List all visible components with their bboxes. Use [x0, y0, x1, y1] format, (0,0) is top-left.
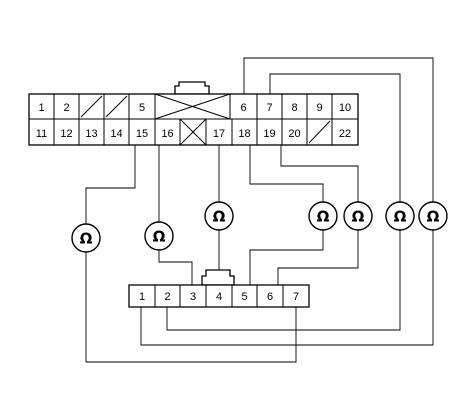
pin-a19: 19	[263, 128, 275, 140]
pin-b1: 1	[139, 291, 145, 303]
pin-a18: 18	[238, 128, 250, 140]
ohmmeter-2: Ω	[144, 221, 174, 251]
pin-a11: 11	[36, 128, 47, 140]
ohmmeter-4: Ω	[308, 201, 338, 231]
blank-cavity-3	[80, 95, 103, 118]
ohm-icon: Ω	[427, 208, 440, 226]
pin-a16: 16	[161, 128, 173, 140]
ohmmeter-3: Ω	[204, 201, 234, 231]
pin-a12: 12	[60, 128, 72, 140]
pin-a7: 7	[266, 102, 272, 114]
pin-a1: 1	[38, 102, 44, 114]
pin-b3: 3	[190, 291, 196, 303]
pin-a14: 14	[110, 128, 122, 140]
ohmmeter-6: Ω	[385, 201, 415, 231]
connector-a-latch	[174, 81, 210, 95]
ohm-icon: Ω	[80, 230, 93, 248]
pin-b5: 5	[241, 291, 247, 303]
pin-b4: 4	[216, 291, 222, 303]
pin-a2: 2	[63, 102, 69, 114]
wire-meter2-b3	[158, 250, 193, 285]
wire-meter7-b1	[140, 230, 434, 346]
connector-b: 1 2 3 4 5 6 7	[128, 269, 310, 308]
pin-a5: 5	[139, 102, 145, 114]
ohmmeter-5: Ω	[343, 201, 373, 231]
wire-meter6-b2	[166, 230, 401, 331]
wires	[85, 57, 434, 363]
ohm-icon: Ω	[213, 208, 226, 226]
blank-cavity-bottom-x2	[179, 118, 207, 146]
pin-b7: 7	[293, 291, 299, 303]
wire-a18-meter4	[249, 145, 324, 202]
ohmmeters: Ω Ω Ω Ω Ω Ω Ω	[71, 201, 448, 253]
blank-cavity-21	[308, 120, 331, 144]
ohm-icon: Ω	[317, 208, 330, 226]
pin-a10: 10	[339, 102, 351, 114]
connector-a: 1 2 5 6 7 8 9 10 11 12 13 14 15 16 17 18…	[28, 81, 359, 146]
wire-meter5-b6	[277, 230, 359, 285]
ohm-icon: Ω	[352, 208, 365, 226]
ohm-icon: Ω	[153, 228, 166, 246]
blank-cavity-center-x2	[154, 93, 231, 120]
pin-b2: 2	[164, 291, 170, 303]
connector-b-body	[128, 284, 310, 308]
pin-a20: 20	[288, 128, 300, 140]
pin-a8: 8	[291, 102, 297, 114]
wire-meter1-b7	[85, 252, 297, 363]
wire-a6-meter7	[243, 57, 434, 202]
pin-b6: 6	[267, 291, 273, 303]
pin-a13: 13	[85, 128, 97, 140]
connector-b-latch	[201, 269, 235, 286]
wire-meter4-b5	[249, 230, 324, 285]
pin-a9: 9	[316, 102, 322, 114]
pin-a22: 22	[339, 128, 351, 140]
wire-a19-meter5	[280, 145, 359, 202]
pin-a15: 15	[136, 128, 148, 140]
blank-cavity-4	[105, 95, 128, 118]
wire-a7-meter6	[269, 73, 401, 202]
ohm-icon: Ω	[394, 208, 407, 226]
wire-a15-b7	[85, 145, 136, 224]
pin-a17: 17	[213, 128, 225, 140]
pin-a6: 6	[240, 102, 246, 114]
ohmmeter-1: Ω	[71, 223, 101, 253]
ohmmeter-7: Ω	[418, 201, 448, 231]
